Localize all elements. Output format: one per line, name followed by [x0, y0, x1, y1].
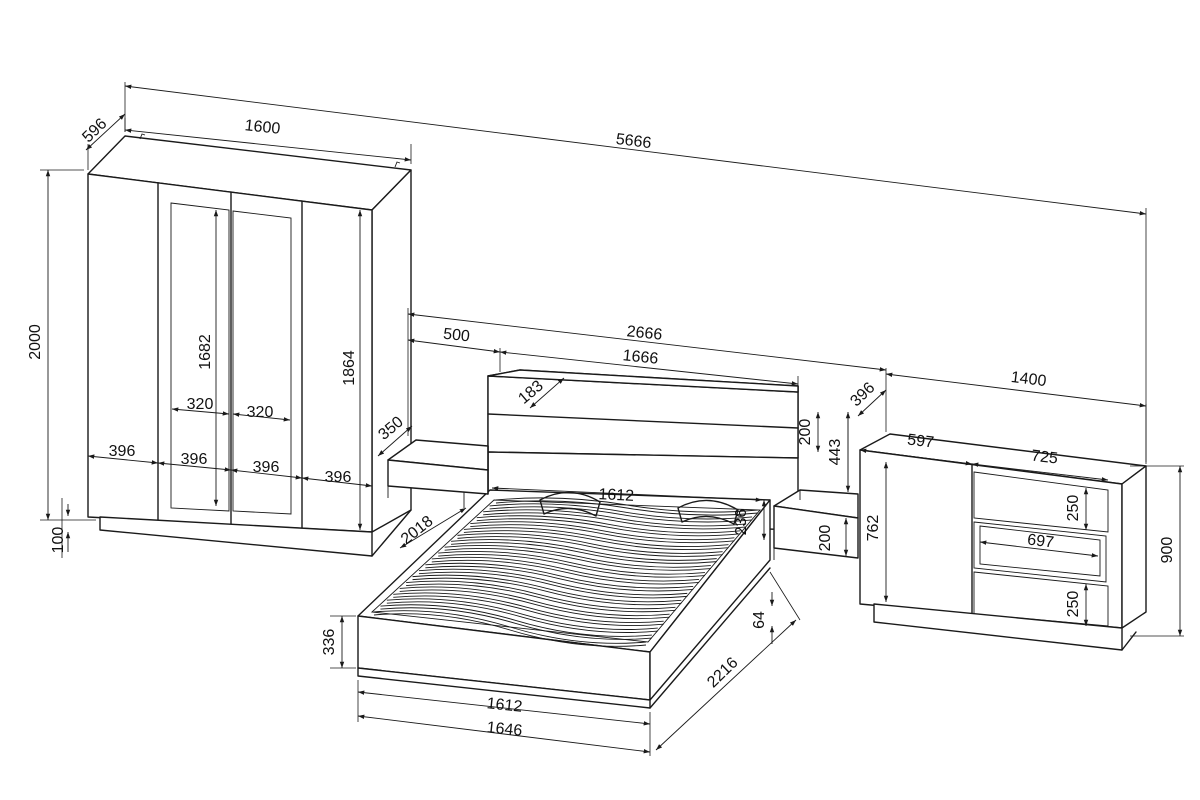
bed-slat: [444, 548, 711, 571]
bed-slat: [380, 604, 652, 637]
bed-slat: [463, 527, 729, 548]
bed-slat: [476, 515, 741, 534]
bed-slat: [373, 613, 647, 647]
dim-dresser-height: 900: [1159, 537, 1176, 564]
bed-slat: [489, 506, 753, 523]
dim-bed-leg-height: 64: [751, 611, 768, 629]
bed-slat: [444, 545, 711, 568]
dim-dresser-width: 1400: [1010, 369, 1048, 390]
dim-dresser-door-width: 597: [906, 431, 935, 451]
bed-slat: [418, 571, 688, 599]
dim-bed-width: 1646: [486, 719, 523, 740]
wardrobe: [87, 133, 412, 557]
bed-slat: [412, 574, 682, 603]
bed-slat: [380, 607, 652, 640]
dim-nightstand-height: 200: [817, 525, 834, 552]
bed-slat: [470, 524, 735, 544]
bed-slat: [438, 550, 705, 575]
bed-slat: [386, 598, 658, 630]
bed-slat: [431, 559, 700, 585]
bed-slat: [399, 586, 670, 617]
dim-wardrobe-depth: 596: [79, 115, 110, 146]
bed-slat: [489, 503, 753, 520]
dim-bed-nightstands-span: 2666: [626, 323, 663, 344]
dim-wardrobe-mirror-height: 1682: [197, 334, 214, 370]
dim-wardrobe-door-3: 396: [253, 459, 280, 476]
bed-slat: [457, 533, 723, 554]
bed-slat: [373, 610, 647, 644]
dim-dresser-drawer-bottom-height: 250: [1065, 591, 1082, 618]
dim-wardrobe-mirror-width-right: 320: [247, 404, 274, 421]
nightstand-right: [773, 489, 859, 560]
dimension-lines: [40, 82, 1184, 756]
dresser: [859, 433, 1147, 651]
bed-slat: [483, 512, 747, 530]
bed-slat: [425, 565, 694, 592]
dim-headboard-rail-depth: 236: [733, 509, 750, 536]
dim-nightstand-width: 500: [442, 326, 470, 346]
dim-bed-length: 2216: [704, 654, 741, 691]
dim-wardrobe-mirror-width-left: 320: [187, 396, 214, 413]
bed-slat: [457, 536, 723, 557]
dim-wardrobe-side-height: 1864: [341, 350, 358, 386]
bed-slat: [470, 521, 735, 541]
dim-wardrobe-height: 2000: [27, 324, 44, 360]
dim-dresser-body-height: 762: [865, 515, 882, 542]
dim-overall-length: 5666: [615, 131, 653, 152]
bed-slat: [418, 568, 688, 596]
dim-bed-frame-height: 336: [321, 629, 338, 656]
bed-slat: [451, 542, 717, 564]
bed-slat: [406, 583, 676, 613]
bed-slat: [412, 577, 682, 606]
dim-headboard-panel-height: 200: [797, 419, 814, 446]
bed-slat: [425, 562, 694, 589]
bed-slat: [463, 530, 729, 551]
dim-wardrobe-door-1: 396: [109, 443, 136, 460]
dim-dresser-drawer-top-height: 250: [1065, 495, 1082, 522]
bed-slat: [393, 592, 664, 624]
bed-slat: [451, 539, 717, 561]
bed-slat: [386, 601, 658, 633]
dim-wardrobe-width: 1600: [244, 117, 281, 138]
dim-headboard-width: 1666: [622, 347, 659, 368]
dim-dresser-depth: 396: [847, 379, 878, 410]
dim-headboard-total-height: 443: [827, 439, 844, 466]
bed-slat: [399, 589, 670, 620]
dim-dresser-drawer-width: 725: [1030, 447, 1059, 467]
bed-slat: [476, 518, 741, 537]
bed-slat: [431, 556, 700, 582]
bed-slat: [393, 595, 664, 627]
bed-slat: [483, 509, 747, 527]
bed-slats: [373, 497, 759, 647]
dim-wardrobe-door-2: 396: [181, 451, 208, 468]
dim-bed-inner-width-top: 1612: [598, 486, 635, 505]
nightstand-left: [387, 439, 489, 508]
bed-slat: [438, 553, 705, 578]
dim-bed-inner-width-bottom: 1612: [486, 695, 523, 716]
dim-wardrobe-door-4: 396: [325, 469, 352, 486]
dim-dresser-shelf-width: 697: [1026, 531, 1055, 551]
dim-wardrobe-plinth-height: 100: [50, 527, 67, 554]
bed-slat: [406, 580, 676, 610]
